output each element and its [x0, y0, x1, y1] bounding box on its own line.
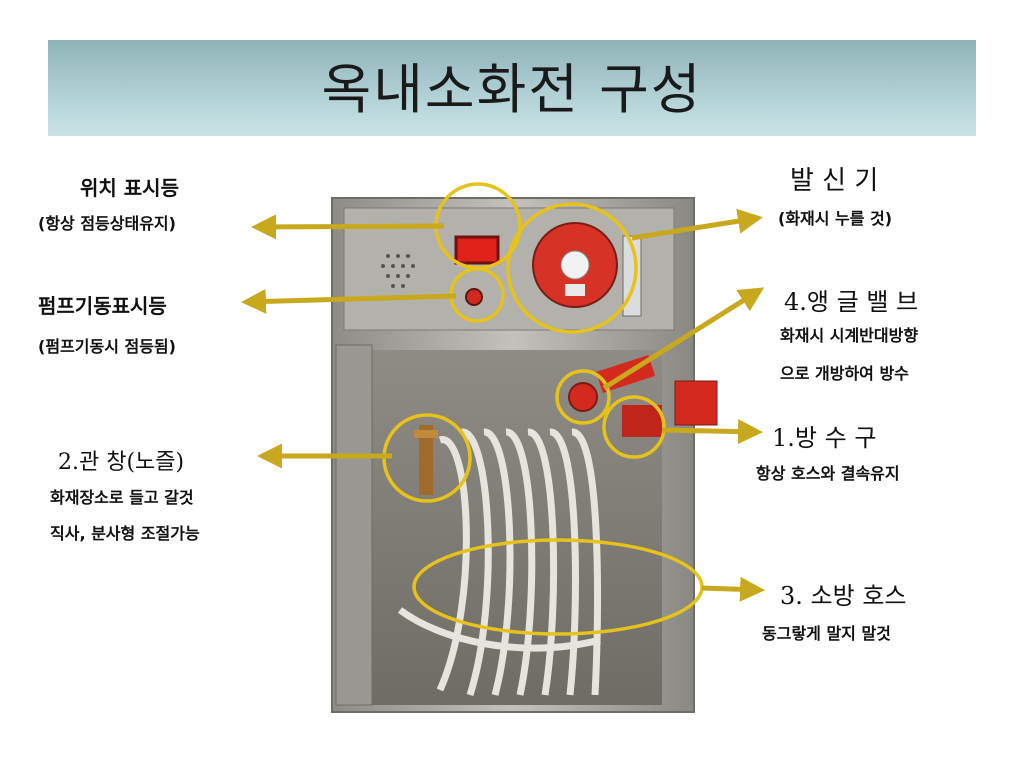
- nozzle-label: 2.관 창(노즐): [58, 450, 185, 475]
- speaker-grille: [381, 254, 415, 288]
- angle-valve-note-1: 화재시 시계반대방향: [780, 326, 919, 345]
- pump-lamp-label: 펌프기동표시등: [38, 294, 167, 318]
- angle-valve-label: 4.앵 글 밸 브: [784, 288, 919, 316]
- outlet-label: 1.방 수 구: [772, 424, 877, 452]
- arrow-position-lamp: [251, 214, 445, 240]
- nozzle-note-1: 화재장소로 들고 갈것: [50, 488, 194, 507]
- pump-lamp-note: (펌프기동시 점등됨): [38, 337, 176, 356]
- nozzle-icon: [414, 425, 438, 495]
- angle-valve-note-2: 으로 개방하여 방수: [780, 364, 909, 383]
- position-lamp-note: (항상 점등상태유지): [38, 214, 176, 233]
- highlight-circles: [382, 182, 704, 636]
- arrow-hose: [701, 576, 765, 602]
- hose-label: 3. 소방 호스: [780, 582, 907, 610]
- highlight-outlet: [602, 395, 666, 459]
- pump-lamp-icon: [465, 288, 483, 306]
- callout-arrows: [241, 208, 765, 602]
- hose-note: 동그랗게 말지 말것: [762, 624, 891, 643]
- highlight-angle-valve: [555, 369, 611, 425]
- arrow-outlet: [661, 419, 763, 445]
- transmitter-label: 발 신 기: [790, 166, 879, 196]
- transmitter-icon: [532, 222, 618, 308]
- fire-hose-icon: [397, 428, 602, 697]
- arrow-pump-lamp: [241, 288, 457, 314]
- arrow-transmitter: [631, 208, 763, 241]
- position-lamp-label: 위치 표시등: [80, 176, 179, 200]
- transmitter-note: (화재시 누를 것): [778, 209, 893, 228]
- arrow-angle-valve: [602, 287, 765, 391]
- outlet-icon: [622, 380, 718, 437]
- outlet-note: 항상 호스와 결속유지: [756, 464, 900, 483]
- position-lamp-icon: [454, 235, 500, 265]
- highlight-hose: [412, 538, 704, 636]
- nozzle-note-2: 직사, 분사형 조절가능: [50, 524, 200, 543]
- highlight-transmitter: [506, 202, 638, 334]
- page-title: 옥내소화전 구성: [321, 58, 703, 121]
- title-banner: 옥내소화전 구성: [48, 40, 976, 136]
